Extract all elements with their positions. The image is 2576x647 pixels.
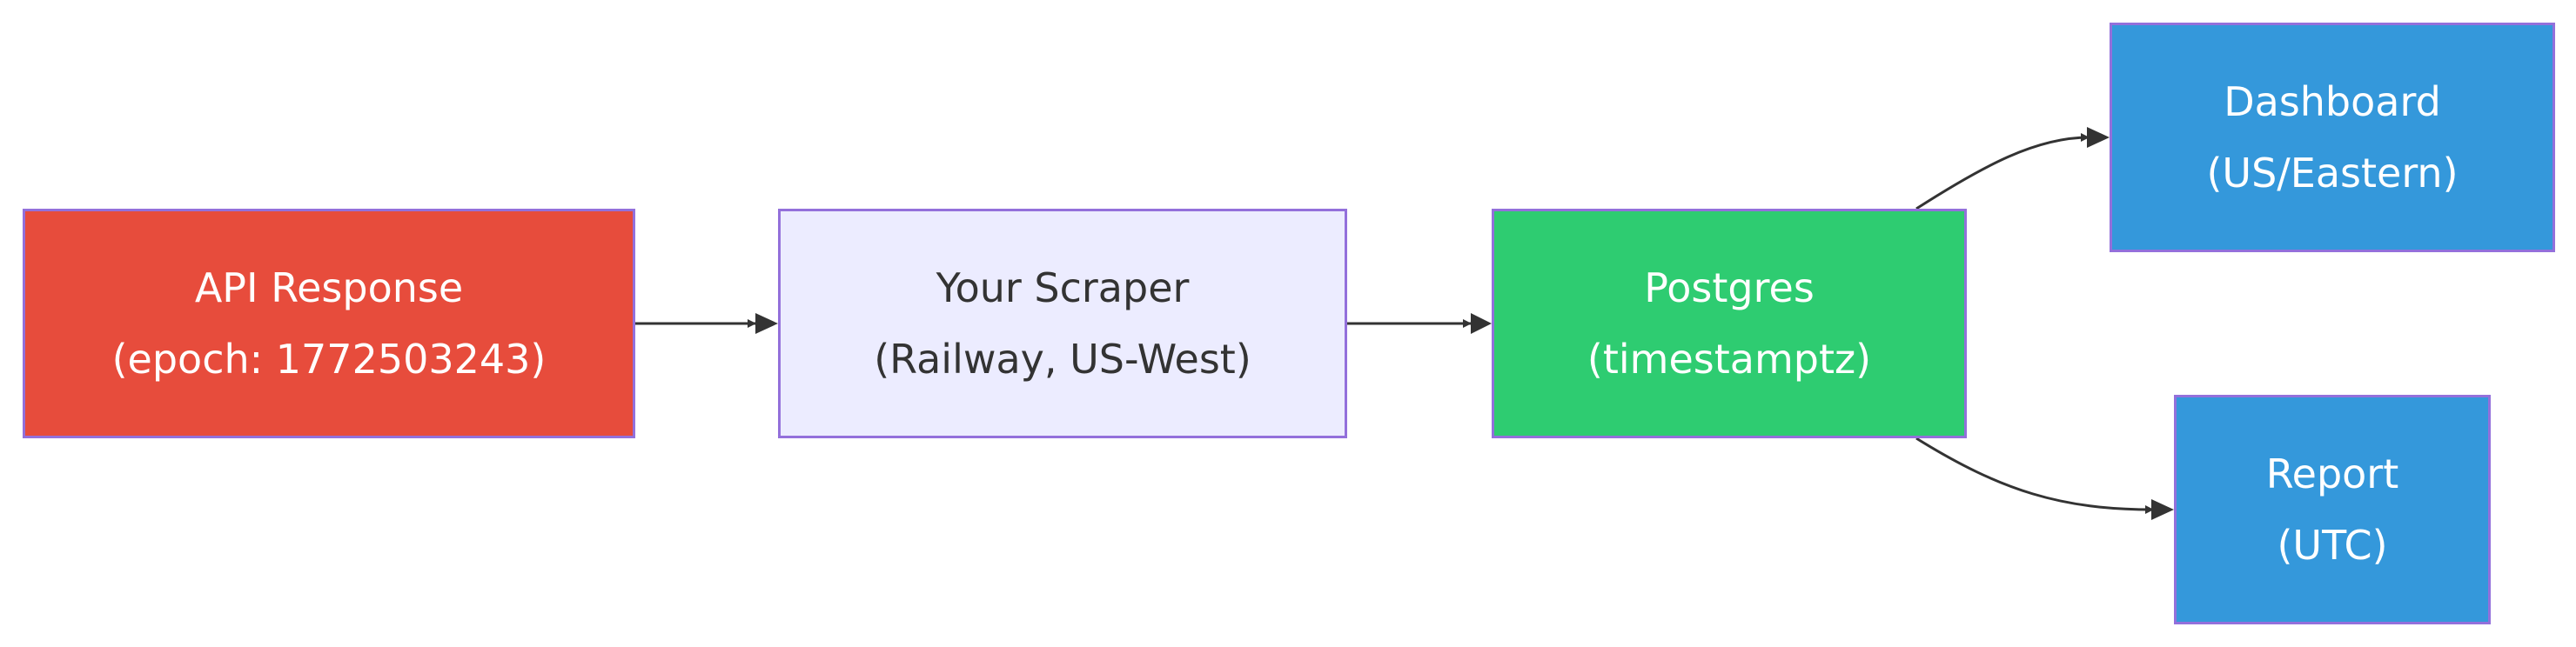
arrowhead-scraper	[755, 313, 778, 334]
node-api-title: API Response	[194, 264, 464, 311]
node-postgres: Postgres (timestamptz)	[1492, 209, 1967, 438]
edge-postgres-to-report	[1915, 437, 2154, 514]
node-dashboard-subtitle: (US/Eastern)	[2206, 150, 2459, 197]
node-dashboard-title: Dashboard	[2224, 78, 2441, 125]
node-api-response: API Response (epoch: 1772503243)	[23, 209, 635, 438]
edge-postgres-to-dashboard	[1915, 133, 2090, 210]
node-postgres-title: Postgres	[1644, 264, 1815, 311]
node-report: Report (UTC)	[2174, 395, 2491, 624]
node-scraper-subtitle: (Railway, US-West)	[874, 336, 1251, 383]
arrowhead-postgres	[1471, 313, 1492, 334]
node-postgres-subtitle: (timestamptz)	[1587, 336, 1872, 383]
node-report-subtitle: (UTC)	[2277, 522, 2388, 569]
arrowhead-dashboard	[2087, 127, 2110, 148]
node-dashboard: Dashboard (US/Eastern)	[2110, 23, 2555, 252]
node-report-title: Report	[2265, 450, 2399, 497]
arrowhead-report	[2151, 499, 2174, 520]
node-your-scraper: Your Scraper (Railway, US-West)	[778, 209, 1347, 438]
node-scraper-title: Your Scraper	[936, 264, 1190, 311]
node-api-subtitle: (epoch: 1772503243)	[111, 336, 547, 383]
